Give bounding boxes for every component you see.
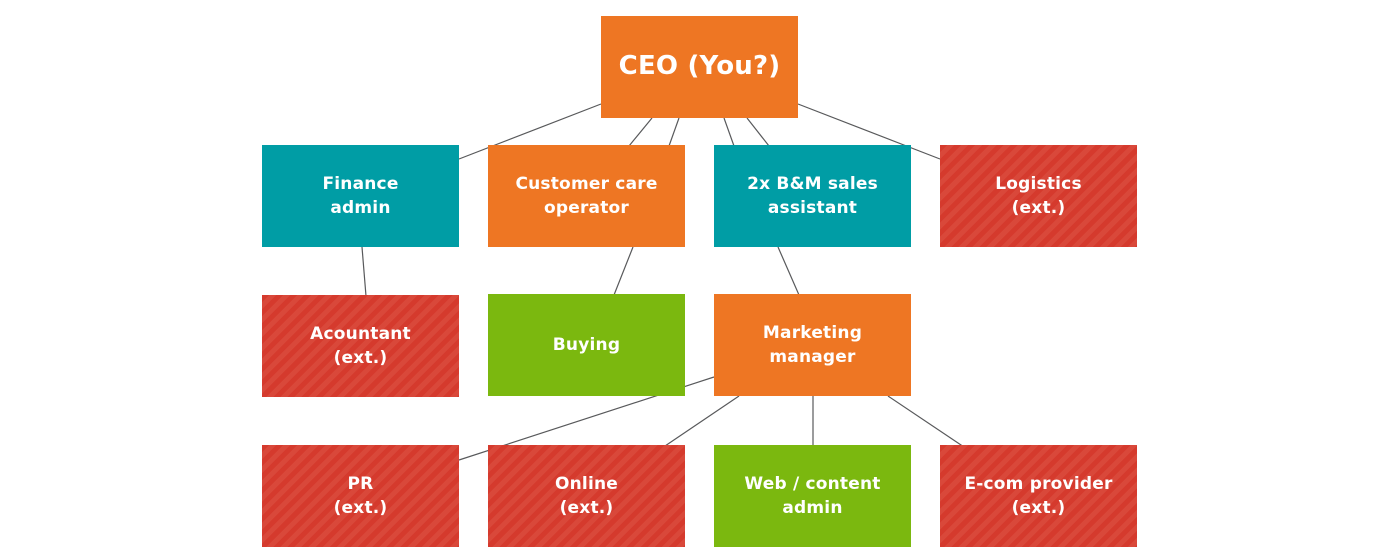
node-ecom: E-com provider (ext.) [940,445,1137,547]
node-label: Buying [552,334,621,355]
connector-ceo-customer-care [668,117,680,147]
node-logistics: Logistics (ext.) [940,145,1137,247]
node-marketing: Marketing manager [714,294,911,396]
connector-ceo-finance-admin [458,103,602,160]
node-label: E-com provider (ext.) [964,473,1113,518]
connector-customer-care-buying [613,246,634,296]
node-finance-admin: Finance admin [262,145,459,247]
connector-ceo-logistics [797,103,941,160]
connector-ceo-bm-sales [723,117,735,147]
node-label: 2x B&M sales assistant [747,173,878,218]
node-label: Marketing manager [762,322,863,367]
node-web-admin: Web / content admin [714,445,911,547]
node-label: CEO (You?) [618,51,781,82]
connector-finance-admin-accountant [361,246,367,297]
connector-marketing-ecom [887,395,965,448]
node-online: Online (ext.) [488,445,685,547]
node-label: Logistics (ext.) [995,173,1082,218]
node-label: Online (ext.) [554,473,619,518]
node-ceo: CEO (You?) [601,16,798,118]
node-label: Acountant (ext.) [310,323,411,368]
node-label: Finance admin [322,173,399,218]
node-label: PR (ext.) [333,473,388,518]
node-buying: Buying [488,294,685,396]
connector-bm-sales-marketing [777,246,800,296]
node-customer-care: Customer care operator [488,145,685,247]
node-label: Web / content admin [744,473,881,518]
connector-ceo-customer-care [628,117,653,147]
node-pr: PR (ext.) [262,445,459,547]
connector-ceo-bm-sales [746,117,770,147]
node-label: Customer care operator [515,173,658,218]
node-accountant: Acountant (ext.) [262,295,459,397]
node-bm-sales: 2x B&M sales assistant [714,145,911,247]
connector-marketing-online [664,395,740,447]
